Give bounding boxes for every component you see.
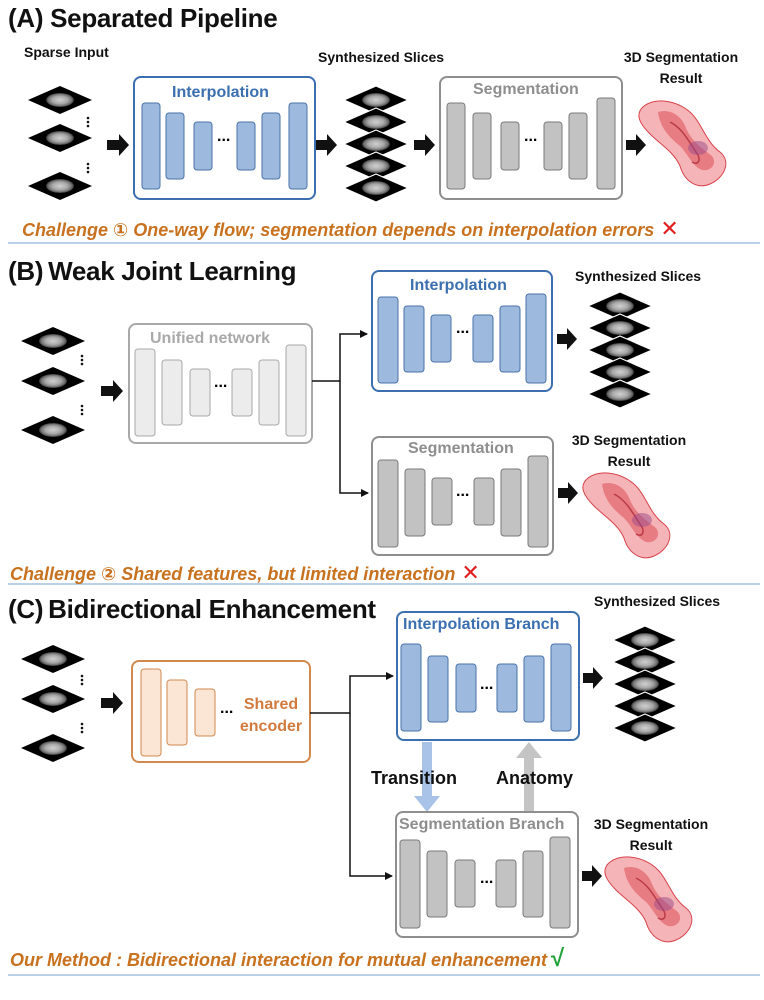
synthesized-label-a: Synthesized Slices <box>318 49 445 65</box>
interp-unet-c <box>400 643 572 732</box>
result-label-a: 3D Segmentation Result <box>623 49 739 86</box>
section-c-title: (C) Bidirectional Enhancement <box>8 594 376 624</box>
arrow-input-to-encoder-c <box>101 692 123 714</box>
ellipsis-seg-c: ... <box>480 870 494 887</box>
seg-unet-b <box>377 455 549 548</box>
challenge-1-label: Challenge ① One-way flow; segmentation d… <box>22 220 655 240</box>
ellipsis-seg-b: ... <box>456 483 470 500</box>
shared-encoder-title: Shared encoder <box>239 696 303 735</box>
tumor-3d-result-b <box>582 472 671 559</box>
segmentation-title-b: Segmentation <box>408 440 514 457</box>
connector-unified-to-interp-b <box>312 330 368 382</box>
arrow-seg-to-result-a <box>626 134 646 156</box>
arrow-input-to-unified-b <box>101 380 123 402</box>
cross-icon: ✕ <box>461 560 480 585</box>
segmentation-branch-title: Segmentation Branch <box>399 816 565 833</box>
arrow-input-to-interp-a <box>107 134 129 156</box>
arrow-interp-to-slices-c <box>583 667 603 689</box>
ellipsis-interp-c: ... <box>480 676 494 693</box>
ellipsis-unified: ... <box>214 374 228 391</box>
result-label-c: 3D Segmentation Result <box>593 816 709 853</box>
challenge-1-text: Challenge ① One-way flow; segmentation d… <box>22 216 679 242</box>
synthesized-slices-stack-a <box>342 85 410 203</box>
ellipsis-seg-a: ... <box>524 128 538 145</box>
arrow-seg-to-result-c <box>582 865 602 887</box>
check-icon: √ <box>551 945 565 972</box>
synthesized-slices-stack-c <box>611 625 679 743</box>
challenge-2-label: Challenge ② Shared features, but limited… <box>10 564 456 584</box>
interp-unet-b <box>377 293 547 384</box>
ellipsis-encoder: ... <box>220 700 234 717</box>
encoder-blocks-c <box>140 668 216 757</box>
section-b-title: (B) Weak Joint Learning <box>8 256 297 286</box>
sparse-input-label: Sparse Input <box>24 44 109 60</box>
seg-unet-a <box>446 97 616 190</box>
result-label-b: 3D Segmentation Result <box>571 432 687 469</box>
transition-arrow <box>414 742 440 812</box>
arrow-interp-to-slices-b <box>557 328 577 350</box>
anatomy-label: Anatomy <box>496 768 574 788</box>
ellipsis-interp-a: ... <box>217 128 231 145</box>
transition-label: Transition <box>371 768 458 788</box>
tumor-3d-result-c <box>604 856 693 943</box>
challenge-2-text: Challenge ② Shared features, but limited… <box>10 560 480 586</box>
arrow-seg-to-result-b <box>558 482 578 504</box>
interpolation-title-a: Interpolation <box>172 84 269 101</box>
our-method-text: Our Method : Bidirectional interaction f… <box>10 945 564 973</box>
synthesized-label-c: Synthesized Slices <box>594 593 721 609</box>
connector-encoder-to-seg-c <box>349 713 393 880</box>
connector-encoder-to-interp-c <box>310 672 394 714</box>
unified-unet-b <box>134 344 307 437</box>
seg-unet-c <box>399 836 571 929</box>
arrow-slices-to-seg-a <box>414 134 435 156</box>
sparse-input-slices-a <box>28 86 92 200</box>
ellipsis-interp-b: ... <box>456 320 470 337</box>
unified-network-title: Unified network <box>150 330 271 347</box>
connector-unified-to-seg-b <box>339 381 369 497</box>
interp-unet-a <box>141 102 308 190</box>
interpolation-title-b: Interpolation <box>410 277 507 294</box>
sparse-input-slices-c <box>21 645 85 762</box>
our-method-label: Our Method : Bidirectional interaction f… <box>10 950 548 970</box>
synthesized-label-b: Synthesized Slices <box>575 268 702 284</box>
anatomy-arrow <box>516 742 542 812</box>
arrow-interp-to-slices-a <box>316 134 337 156</box>
cross-icon: ✕ <box>660 216 679 241</box>
synthesized-slices-stack-b <box>586 291 654 409</box>
segmentation-title-a: Segmentation <box>473 81 579 98</box>
sparse-input-slices-b <box>21 327 85 444</box>
section-a-title: (A) Separated Pipeline <box>8 3 278 33</box>
tumor-3d-result-a <box>638 100 727 187</box>
interpolation-branch-title: Interpolation Branch <box>403 616 560 633</box>
